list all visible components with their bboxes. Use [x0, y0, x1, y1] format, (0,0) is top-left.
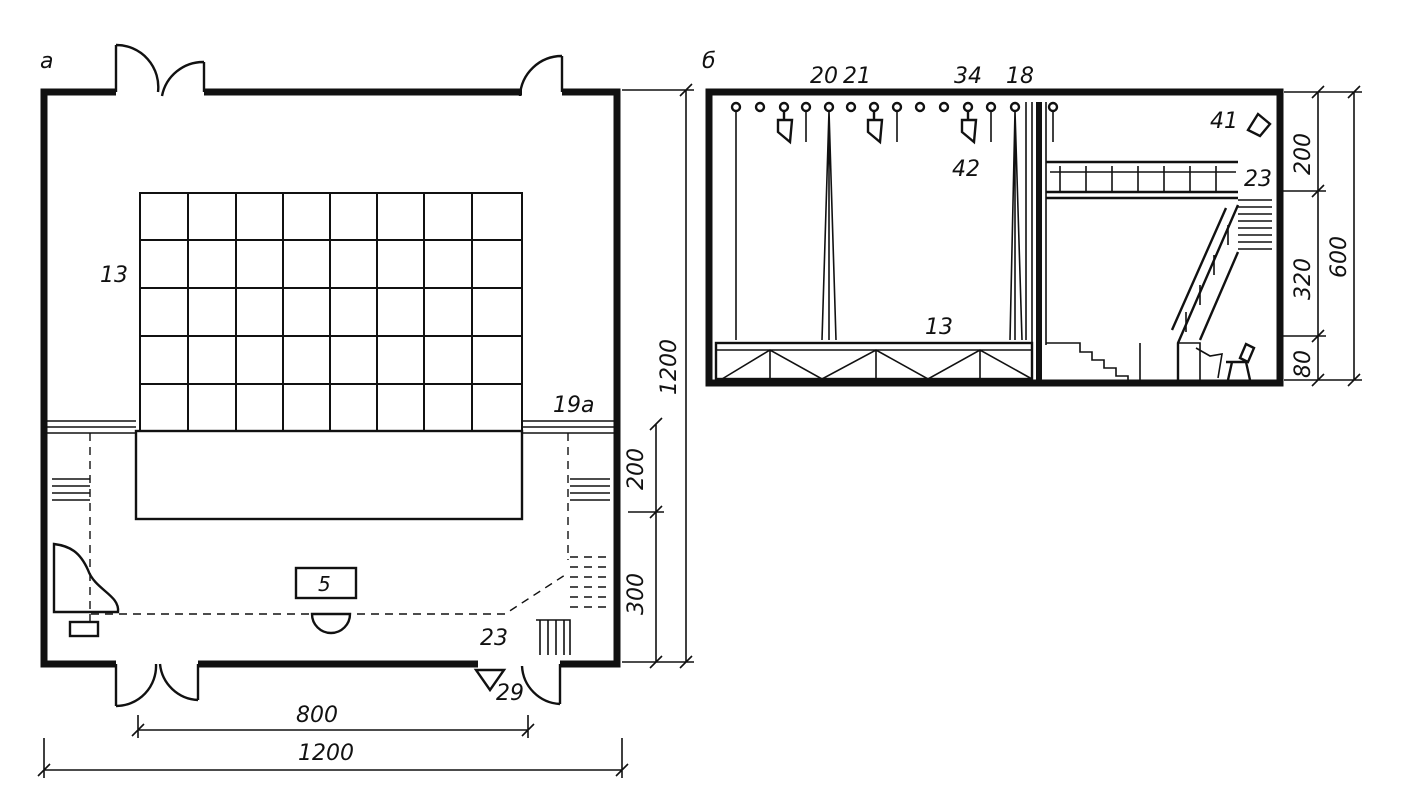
- plan-dim-vertical-overall: [622, 83, 694, 669]
- section-label-lamp-41: 41: [1210, 109, 1238, 134]
- section-balcony: [1046, 160, 1238, 200]
- section-dim-total: 600: [1327, 236, 1352, 278]
- plan-steps-left: [52, 478, 90, 501]
- plan-label-platform: 13: [100, 263, 128, 288]
- section-seat-icon: [1226, 342, 1256, 381]
- section-fly-bars: [730, 101, 1059, 142]
- section-label-stairs: 23: [1244, 167, 1272, 192]
- section-label-bar-18: 18: [1006, 64, 1034, 89]
- section-curtain-20: [821, 110, 837, 341]
- plan-label-door-marker: 29: [496, 681, 524, 706]
- section-lamp-1-icon: [776, 111, 794, 145]
- plan-dim-overall-width: 1200: [298, 741, 354, 766]
- section-dim-bottom: 80: [1291, 350, 1316, 378]
- plan-platform-grid: [139, 192, 523, 432]
- plan-top-door-right: [518, 54, 564, 97]
- section-proscenium-lines: [1031, 102, 1047, 345]
- section-outer-wall: [705, 88, 1284, 387]
- section-label-lamp-42: 42: [952, 157, 980, 182]
- plan-dim-overall-width-line: [37, 738, 629, 778]
- plan-stairs-right: [570, 556, 610, 608]
- section-stairs-steps: [1238, 199, 1272, 250]
- plan-dim-inner-width-line: [131, 715, 535, 738]
- plan-dim-vertical-small: [628, 417, 664, 669]
- section-dim-lines: [1280, 85, 1362, 387]
- section-curtain-18: [1009, 102, 1027, 341]
- plan-label-table: 5: [318, 572, 331, 596]
- section-panel-label: б: [702, 49, 716, 74]
- plan-piano-bench: [68, 620, 100, 638]
- plan-outer-wall: [40, 88, 621, 668]
- plan-gallery-right: [522, 420, 617, 434]
- section-label-bar-20: 20: [810, 64, 838, 89]
- plan-stairs-bottom: [536, 619, 571, 655]
- plan-gallery-left: [44, 420, 136, 434]
- plan-table: [294, 566, 358, 600]
- section-dim-middle: 320: [1291, 258, 1316, 300]
- plan-label-stairs: 23: [480, 626, 508, 651]
- plan-steps-right: [570, 478, 610, 501]
- section-lamp-41-icon: [1246, 112, 1272, 138]
- plan-forestage: [134, 429, 524, 521]
- plan-dim-lower: 300: [624, 573, 649, 615]
- plan-prompter-icon: [310, 612, 352, 635]
- plan-dim-height: 1200: [657, 339, 682, 395]
- plan-bottom-door-left: [114, 663, 200, 708]
- section-label-platform: 13: [925, 315, 953, 340]
- section-platform-truss: [714, 341, 1034, 381]
- plan-label-gallery: 19а: [553, 393, 594, 418]
- plan-door-marker-icon: [473, 668, 507, 693]
- plan-view: а 13 19а 5: [37, 43, 694, 778]
- section-label-bar-21: 21: [843, 64, 871, 89]
- section-auditorium-rails: [1178, 225, 1229, 383]
- section-small-stairs: [1046, 342, 1141, 383]
- section-dim-top: 200: [1291, 133, 1316, 175]
- plan-dim-upper: 200: [624, 448, 649, 490]
- section-label-bar-34: 34: [954, 64, 982, 89]
- plan-panel-label: а: [40, 49, 53, 74]
- plan-top-door-left: [114, 43, 206, 97]
- section-view: б: [702, 49, 1362, 387]
- plan-bottom-door-right: [520, 664, 562, 706]
- section-lamp-3-icon: [960, 111, 978, 145]
- plan-piano-icon: [52, 542, 120, 614]
- plan-dim-inner-width: 800: [296, 703, 338, 728]
- section-seat-row: [1195, 347, 1223, 379]
- section-lamp-2-icon: [866, 111, 884, 145]
